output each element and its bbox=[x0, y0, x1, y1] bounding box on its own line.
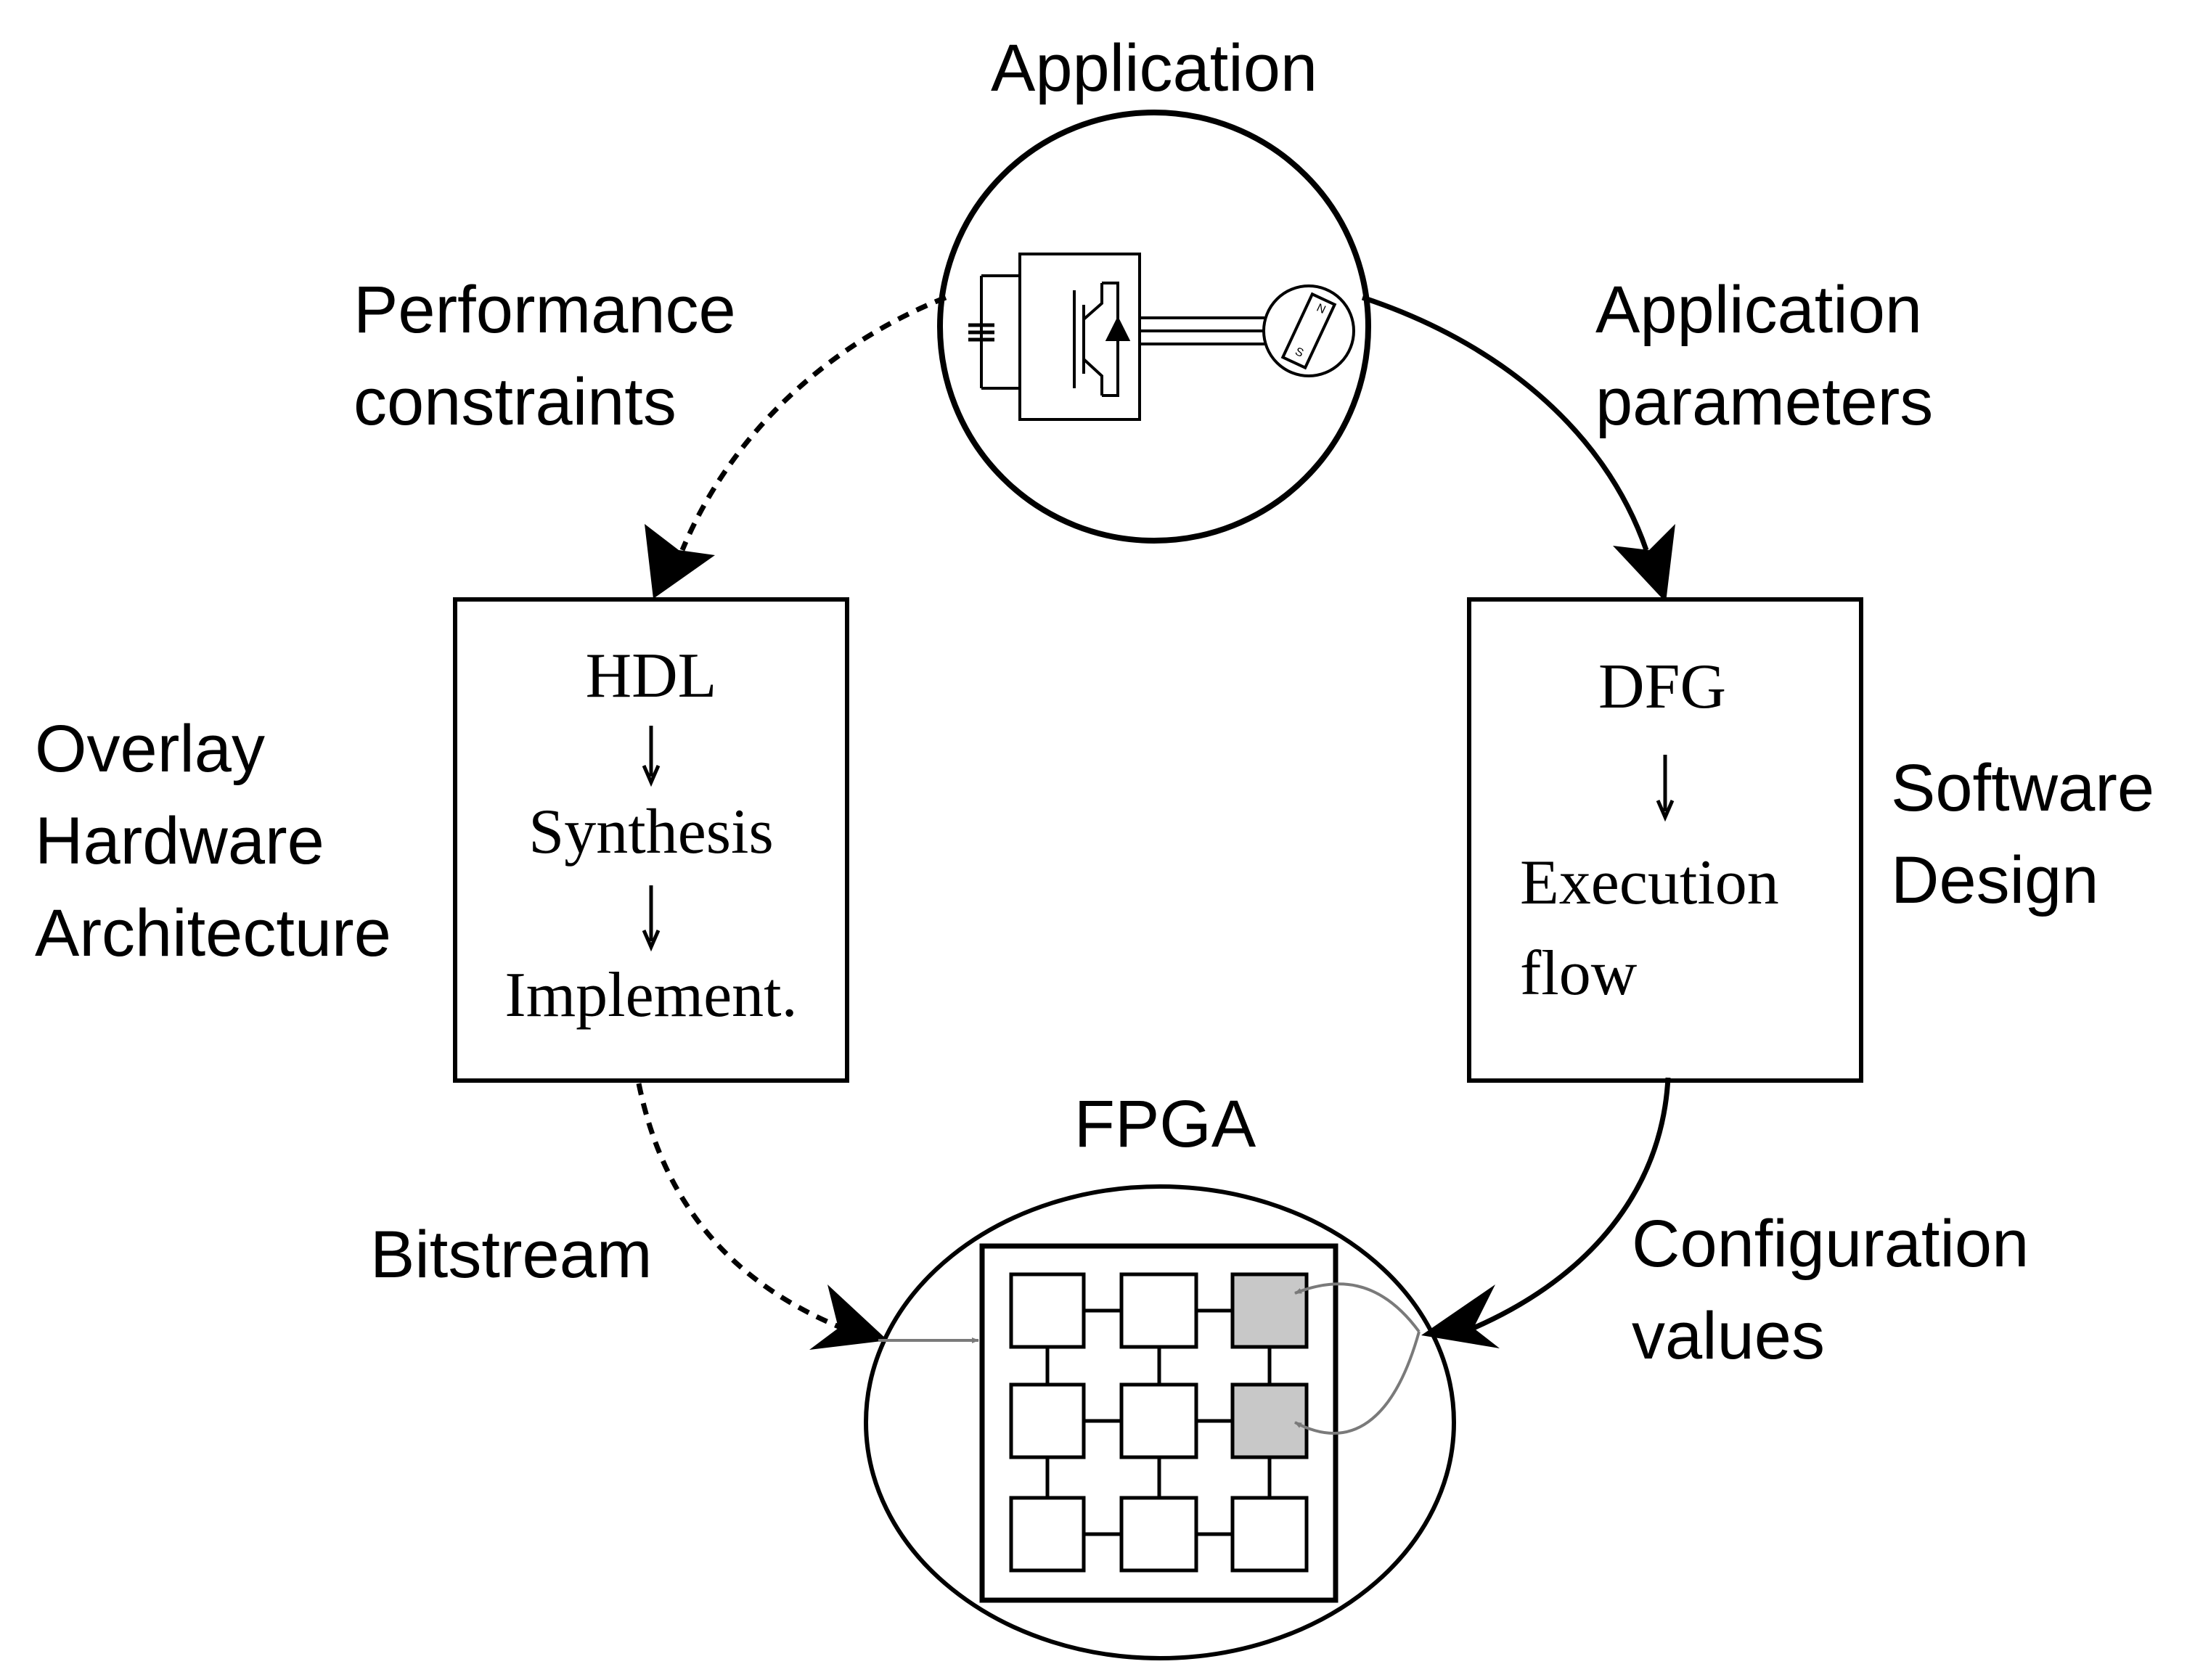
configuration-values-arrow bbox=[1472, 1077, 1671, 1331]
overlay-grid bbox=[878, 1243, 1421, 1603]
grid-cell-active bbox=[1230, 1272, 1309, 1349]
dfg-to-execution-arrow bbox=[1656, 755, 1675, 822]
grid-cell bbox=[1119, 1272, 1198, 1349]
performance-constraints-arrowhead bbox=[645, 524, 715, 599]
bitstream-label: Bitstream bbox=[370, 1218, 653, 1292]
configuration-values-arrowhead bbox=[1421, 1284, 1500, 1348]
application-node: N S bbox=[937, 110, 1371, 544]
dfg-step: DFG bbox=[1598, 652, 1726, 722]
application-parameters-arrow bbox=[1361, 295, 1649, 552]
fpga-node bbox=[864, 1184, 1456, 1660]
performance-constraints-label: Performance constraints bbox=[353, 273, 754, 439]
application-parameters-label: Application parameters bbox=[1595, 273, 1941, 439]
hdl-to-synthesis-arrow bbox=[642, 726, 661, 787]
grid-cell-active bbox=[1230, 1382, 1309, 1459]
software-design-label: Software Design bbox=[1891, 751, 2173, 917]
fpga-label: FPGA bbox=[1074, 1087, 1256, 1161]
performance-constraints-arrow bbox=[679, 295, 947, 552]
software-flow-box: DFG Execution flow bbox=[1467, 597, 1863, 1083]
grid-cell bbox=[1119, 1496, 1198, 1573]
grid-cell bbox=[1009, 1382, 1086, 1459]
config-internal-arrow-bottom bbox=[1294, 1331, 1421, 1435]
motor-south-label: S bbox=[1293, 345, 1305, 360]
synthesis-step: Synthesis bbox=[528, 797, 773, 867]
implement-step: Implement. bbox=[504, 960, 797, 1030]
motor-north-label: N bbox=[1315, 302, 1328, 316]
grid-cell bbox=[1119, 1382, 1198, 1459]
application-parameters-arrowhead bbox=[1613, 524, 1675, 602]
grid-cell bbox=[1009, 1496, 1086, 1573]
hdl-step: HDL bbox=[586, 641, 717, 711]
flow-step: flow bbox=[1520, 938, 1638, 1009]
inverter-motor-icon bbox=[968, 253, 1355, 421]
grid-cell bbox=[1230, 1496, 1309, 1573]
execution-step: Execution bbox=[1520, 848, 1779, 918]
synthesis-to-implement-arrow bbox=[642, 885, 661, 952]
config-internal-arrow-top bbox=[1294, 1282, 1421, 1333]
configuration-values-label: Configuration values bbox=[1632, 1207, 2048, 1373]
application-label: Application bbox=[991, 31, 1317, 105]
hardware-flow-box: HDL Synthesis Implement. bbox=[453, 597, 849, 1083]
bitstream-arrowhead bbox=[809, 1284, 888, 1350]
grid-cell bbox=[1009, 1272, 1086, 1349]
bitstream-arrow bbox=[636, 1083, 843, 1331]
overlay-hardware-architecture-label: Overlay Hardware Architecture bbox=[35, 712, 391, 970]
